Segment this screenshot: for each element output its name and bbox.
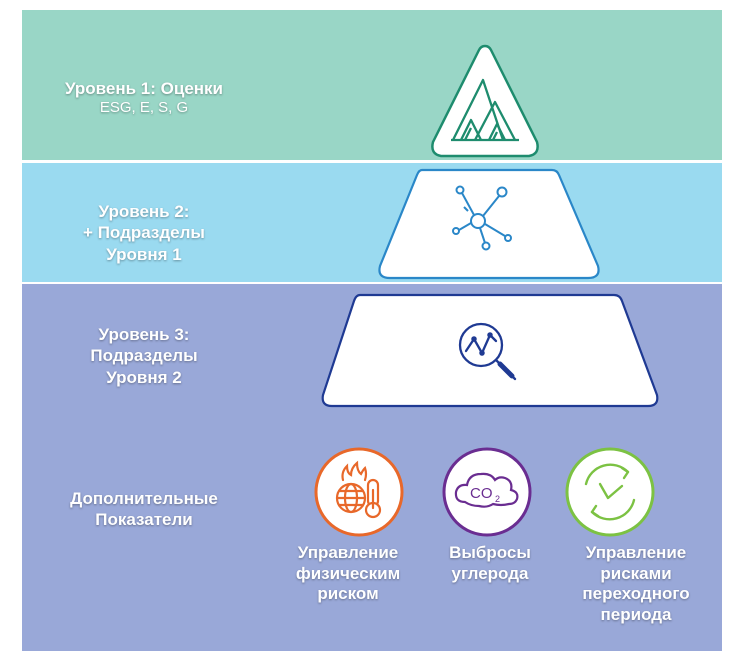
transition-risk-badge — [565, 447, 655, 537]
mountain-icon — [451, 78, 519, 142]
additional-line: Показатели — [95, 510, 193, 530]
svg-text:CO: CO — [470, 485, 493, 502]
transition-risk-line: рисками — [600, 563, 672, 583]
pyramid-tier-3 — [321, 293, 659, 408]
network-icon — [452, 185, 512, 251]
carbon-emissions-line: Выбросы — [449, 543, 531, 562]
additional-indicators-label: Дополнительные Показатели — [22, 488, 266, 531]
carbon-emissions-label: Выбросы углерода — [432, 543, 548, 584]
level-1-label: Уровень 1: Оценки ESG, E, S, G — [22, 78, 266, 118]
transition-risk-line: Управление — [585, 543, 687, 562]
level-3-line: Уровня 2 — [106, 367, 182, 387]
level-1-title: Уровень 1: Оценки — [64, 79, 223, 98]
level-2-label: Уровень 2: + Подразделы Уровня 1 — [22, 201, 266, 265]
physical-risk-line: физическим — [295, 563, 401, 583]
physical-risk-line: Управление — [297, 543, 399, 562]
level-1-band — [22, 10, 722, 160]
globe-thermometer-fire-icon — [335, 460, 382, 519]
level-2-line: + Подразделы — [83, 223, 205, 243]
pyramid-tier-2 — [378, 168, 600, 280]
svg-text:2: 2 — [495, 494, 500, 504]
level-2-line: Уровня 1 — [106, 244, 182, 264]
transition-risk-label: Управление рисками переходного периода — [566, 543, 706, 626]
physical-risk-line: риском — [317, 584, 379, 604]
carbon-emissions-line: углерода — [451, 563, 529, 583]
level-3-label: Уровень 3: Подразделы Уровня 2 — [22, 324, 266, 388]
co2-cloud-icon: CO 2 — [454, 472, 519, 508]
cycle-clock-icon — [584, 463, 636, 521]
level-3-line: Подразделы — [90, 346, 198, 366]
carbon-emissions-badge: CO 2 — [442, 447, 532, 537]
magnifier-chart-icon — [458, 322, 517, 381]
physical-risk-label: Управление физическим риском — [279, 543, 417, 605]
transition-risk-line: периода — [600, 605, 672, 625]
level-2-band — [22, 163, 722, 282]
level-1-subtitle: ESG, E, S, G — [99, 99, 189, 117]
pyramid-tier-1 — [431, 44, 539, 158]
physical-risk-badge — [314, 447, 404, 537]
level-2-line: Уровень 2: — [98, 202, 190, 221]
transition-risk-line: переходного — [582, 584, 690, 604]
additional-line: Дополнительные — [70, 489, 218, 508]
level-3-line: Уровень 3: — [98, 325, 190, 344]
